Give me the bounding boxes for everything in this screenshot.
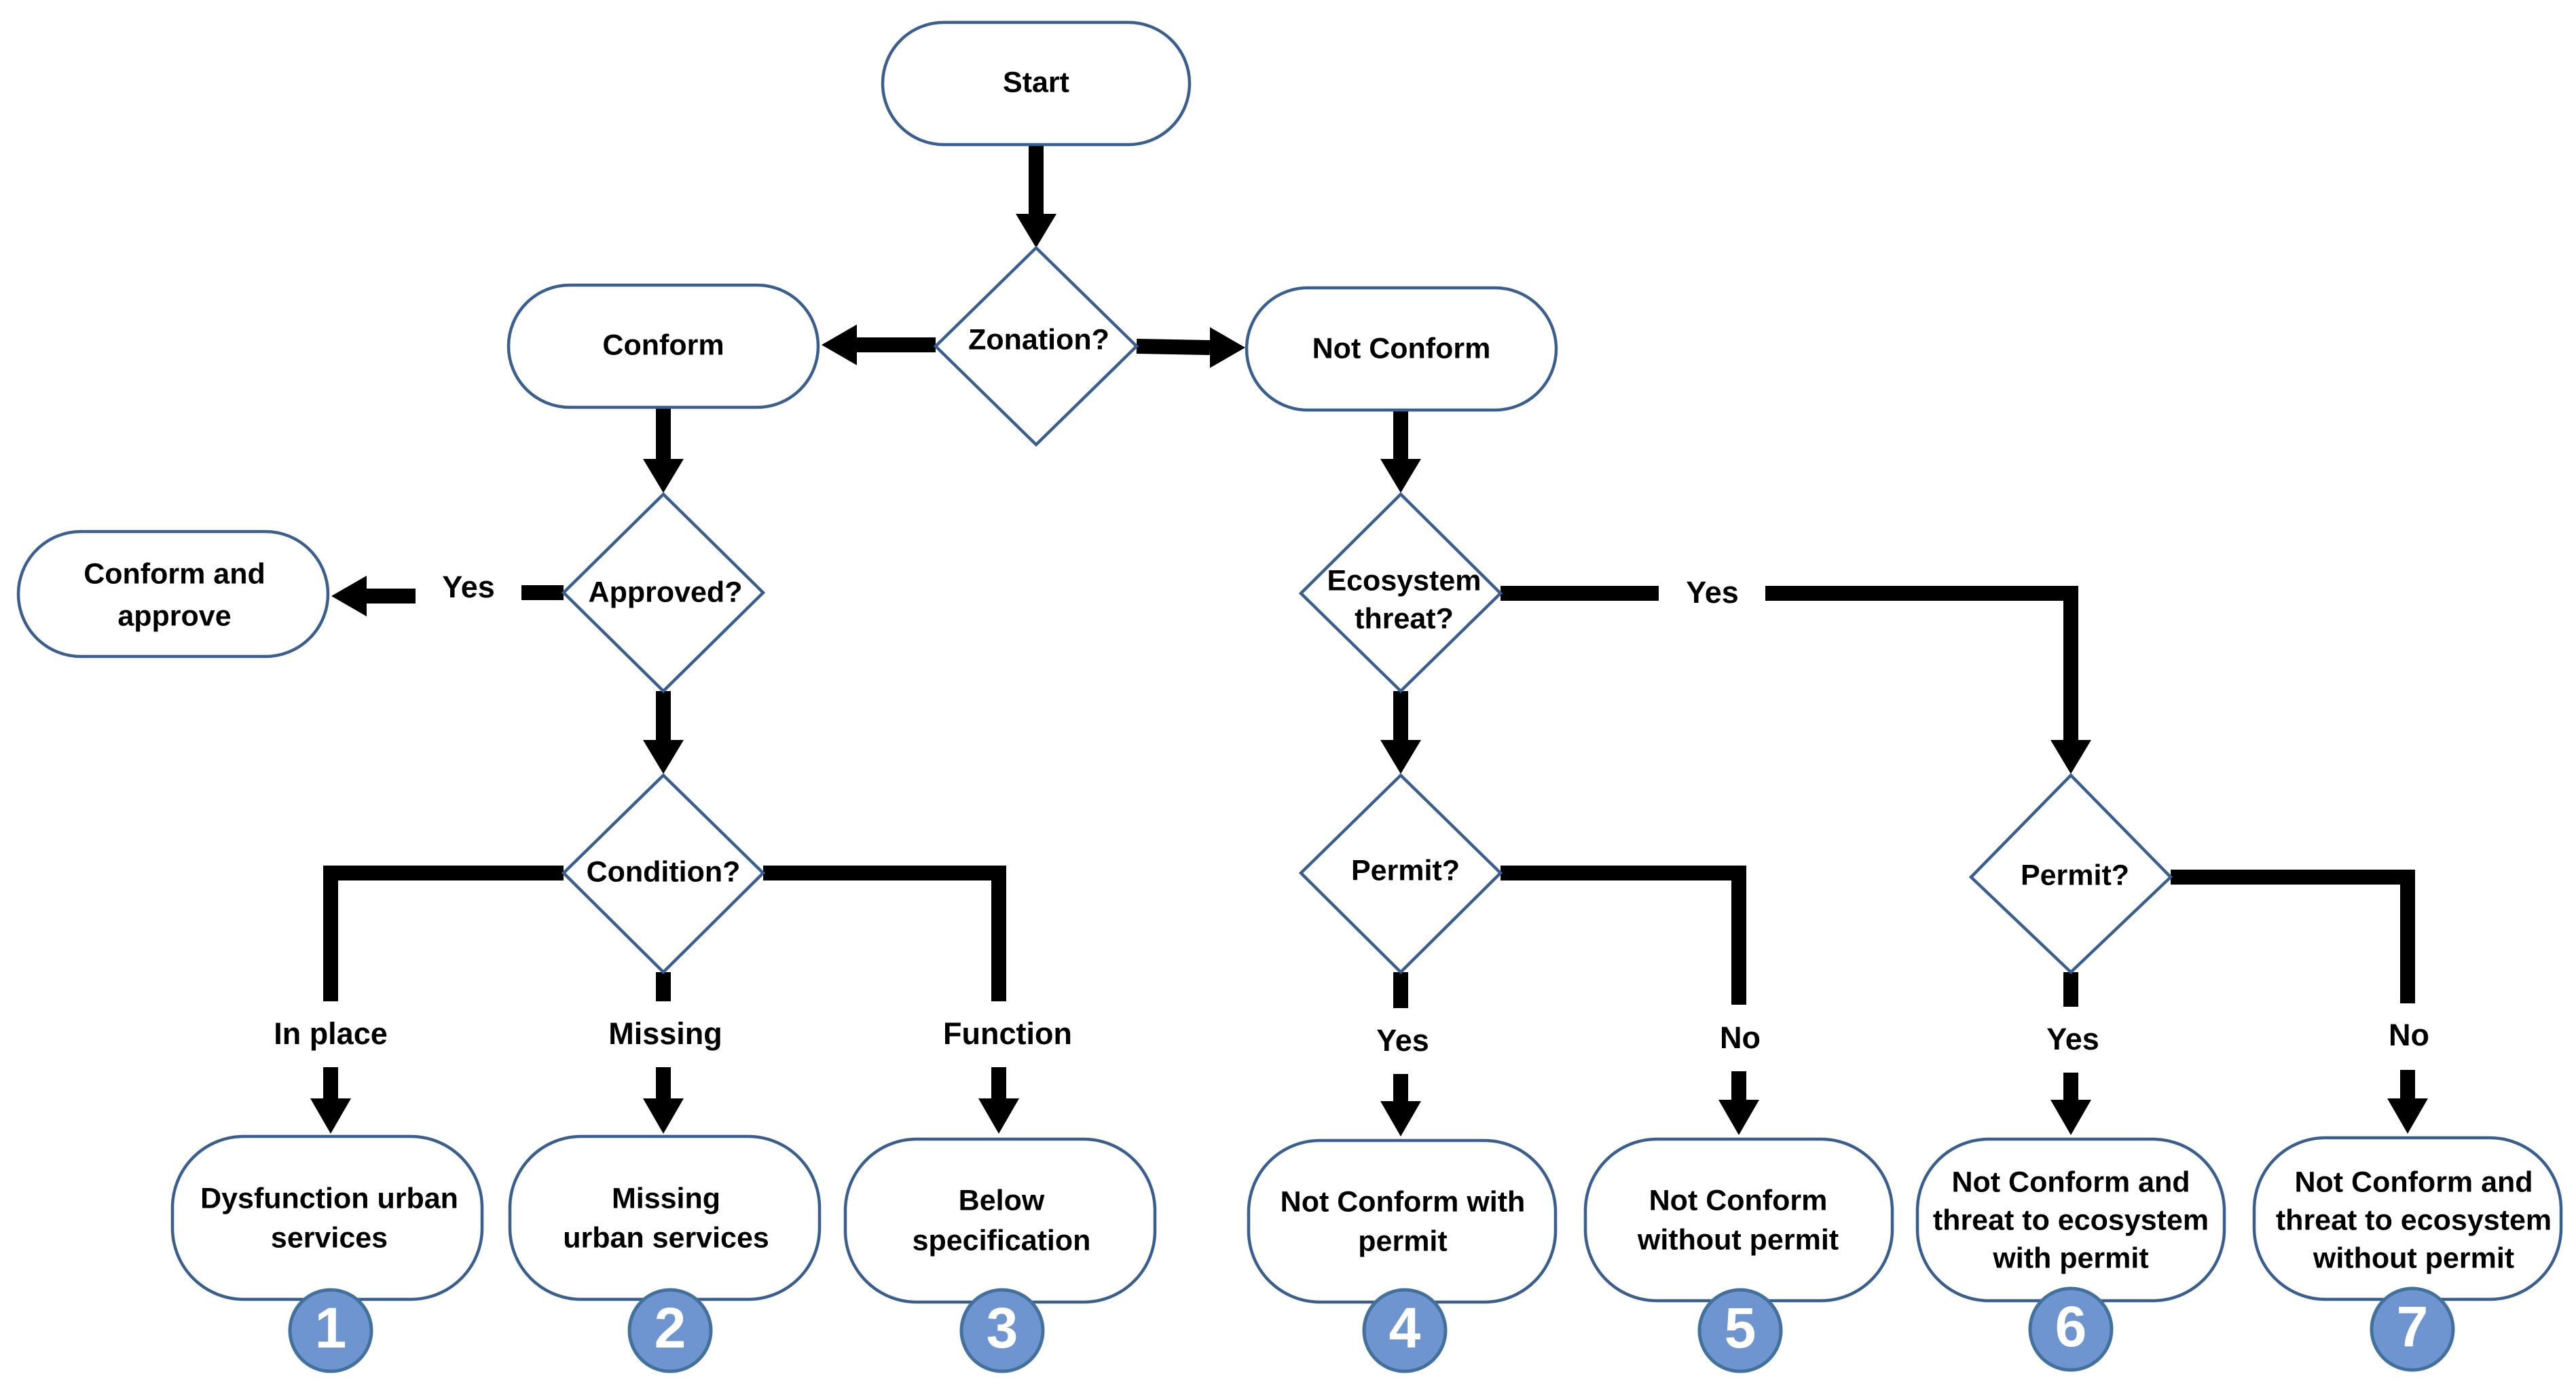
- node-out5-line1: Not Conform: [1649, 1184, 1828, 1217]
- arrowhead-ecosystem: [1380, 459, 1421, 493]
- node-out6-line2: threat to ecosystem: [1933, 1204, 2209, 1236]
- node-out3: Below specification: [843, 1137, 1157, 1304]
- node-out7: Not Conform and threat to ecosystem with…: [2252, 1136, 2563, 1301]
- badge-2: 2: [627, 1288, 713, 1373]
- arrowhead-permit-left: [1380, 740, 1421, 774]
- node-condition-text: Condition?: [587, 855, 741, 888]
- badge-3-circle: [959, 1288, 1045, 1373]
- node-out2-line2: urban services: [563, 1221, 769, 1254]
- edge-condition-function: [763, 866, 1006, 1001]
- badge-5-circle: [1697, 1288, 1783, 1373]
- arrowhead-condition: [643, 740, 684, 774]
- badge-3-number: 3: [987, 1296, 1018, 1360]
- node-out7-line1: Not Conform and: [2294, 1166, 2533, 1198]
- arrowhead-out1: [310, 1098, 351, 1134]
- arrowhead-out5: [1718, 1100, 1759, 1135]
- badge-1-circle: [288, 1288, 373, 1373]
- label-function: Function: [943, 1016, 1072, 1051]
- node-start: Start: [881, 20, 1192, 147]
- label-missing: Missing: [608, 1016, 722, 1051]
- node-out2: Missing urban services: [508, 1134, 822, 1301]
- node-ecosystem: Ecosystem threat?: [1298, 492, 1503, 694]
- node-zonation: Zonation?: [933, 245, 1139, 447]
- node-out5: Not Conform without permit: [1583, 1137, 1894, 1303]
- arrowhead-permit-right: [2050, 740, 2091, 774]
- label-ecosystem-yes: Yes: [1686, 575, 1739, 610]
- node-out4-line2: permit: [1358, 1225, 1447, 1257]
- node-out1-line1: Dysfunction urban: [200, 1182, 458, 1214]
- arrowhead-out2: [643, 1098, 684, 1134]
- node-out7-line3: without permit: [2313, 1242, 2514, 1274]
- node-not-conform-text: Not Conform: [1312, 332, 1491, 365]
- arrowhead-out6: [2050, 1100, 2091, 1135]
- label-permit-right-yes: Yes: [2046, 1022, 2099, 1056]
- node-out6: Not Conform and threat to ecosystem with…: [1915, 1137, 2226, 1303]
- node-out7-line2: threat to ecosystem: [2276, 1204, 2552, 1236]
- node-out5-line2: without permit: [1637, 1223, 1839, 1256]
- node-out4-line1: Not Conform with: [1281, 1185, 1526, 1218]
- node-ecosystem-line2: threat?: [1355, 602, 1454, 635]
- badge-1-number: 1: [315, 1296, 347, 1360]
- node-condition: Condition?: [561, 773, 766, 975]
- node-zonation-text: Zonation?: [968, 323, 1109, 356]
- node-permit-left: Permit?: [1298, 773, 1503, 975]
- label-permit-left-yes: Yes: [1376, 1023, 1429, 1058]
- edge-permit-left-no: [1501, 866, 1746, 1005]
- badge-2-circle: [627, 1288, 713, 1373]
- badge-6: 6: [2028, 1286, 2114, 1372]
- node-permit-right-text: Permit?: [2021, 859, 2129, 891]
- badge-4-number: 4: [1389, 1296, 1421, 1360]
- arrowhead-out3: [978, 1098, 1019, 1134]
- node-out4: Not Conform with permit: [1247, 1138, 1558, 1304]
- badge-7: 7: [2370, 1286, 2455, 1372]
- badge-4: 4: [1362, 1288, 1448, 1373]
- badge-3: 3: [959, 1288, 1045, 1373]
- node-ecosystem-line1: Ecosystem: [1327, 564, 1481, 597]
- edge-zonation-not-conform: [1136, 339, 1211, 355]
- arrowhead-zonation: [1016, 214, 1056, 248]
- node-out3-line1: Below: [959, 1184, 1045, 1217]
- node-approved-text: Approved?: [589, 576, 743, 608]
- label-permit-left-no: No: [1720, 1020, 1761, 1055]
- node-permit-left-text: Permit?: [1351, 854, 1460, 887]
- label-permit-right-no: No: [2389, 1018, 2429, 1052]
- node-out6-line3: with permit: [1992, 1242, 2148, 1274]
- badge-1: 1: [288, 1288, 373, 1373]
- badge-7-circle: [2370, 1286, 2455, 1372]
- node-out6-line1: Not Conform and: [1951, 1166, 2190, 1198]
- badge-6-circle: [2028, 1286, 2114, 1372]
- node-not-conform: Not Conform: [1245, 286, 1558, 412]
- arrowhead-out7: [2387, 1098, 2428, 1134]
- node-conform-text: Conform: [602, 329, 724, 361]
- node-out2-line1: Missing: [612, 1182, 720, 1214]
- node-permit-right: Permit?: [1968, 773, 2173, 975]
- arrowhead-conform: [822, 324, 857, 365]
- badge-6-number: 6: [2055, 1295, 2087, 1358]
- node-start-text: Start: [1003, 66, 1069, 98]
- node-conform-approve-line2: approve: [117, 599, 231, 632]
- node-out3-line2: specification: [913, 1224, 1091, 1257]
- label-approved-yes: Yes: [442, 570, 495, 604]
- node-conform: Conform: [507, 283, 820, 409]
- badge-2-number: 2: [655, 1296, 686, 1360]
- arrowhead-conform-approve: [331, 576, 367, 616]
- node-approved: Approved?: [561, 492, 766, 694]
- node-out1-line2: services: [271, 1221, 388, 1254]
- arrowhead-approved: [643, 459, 684, 493]
- label-in-place: In place: [274, 1016, 388, 1051]
- node-out1: Dysfunction urban services: [170, 1134, 484, 1301]
- badge-4-circle: [1362, 1288, 1448, 1373]
- badge-5-number: 5: [1725, 1296, 1756, 1360]
- node-conform-approve: Conform and approve: [16, 530, 330, 659]
- badge-5: 5: [1697, 1288, 1783, 1373]
- node-conform-approve-line1: Conform and: [84, 557, 265, 590]
- edge-permit-right-no: [2171, 870, 2415, 1003]
- arrowhead-not-conform: [1210, 327, 1245, 368]
- edge-condition-in-place: [323, 866, 564, 1001]
- edge-ecosystem-yes-b: [1765, 586, 2078, 740]
- arrowhead-out4: [1380, 1101, 1421, 1136]
- badge-7-number: 7: [2397, 1295, 2429, 1358]
